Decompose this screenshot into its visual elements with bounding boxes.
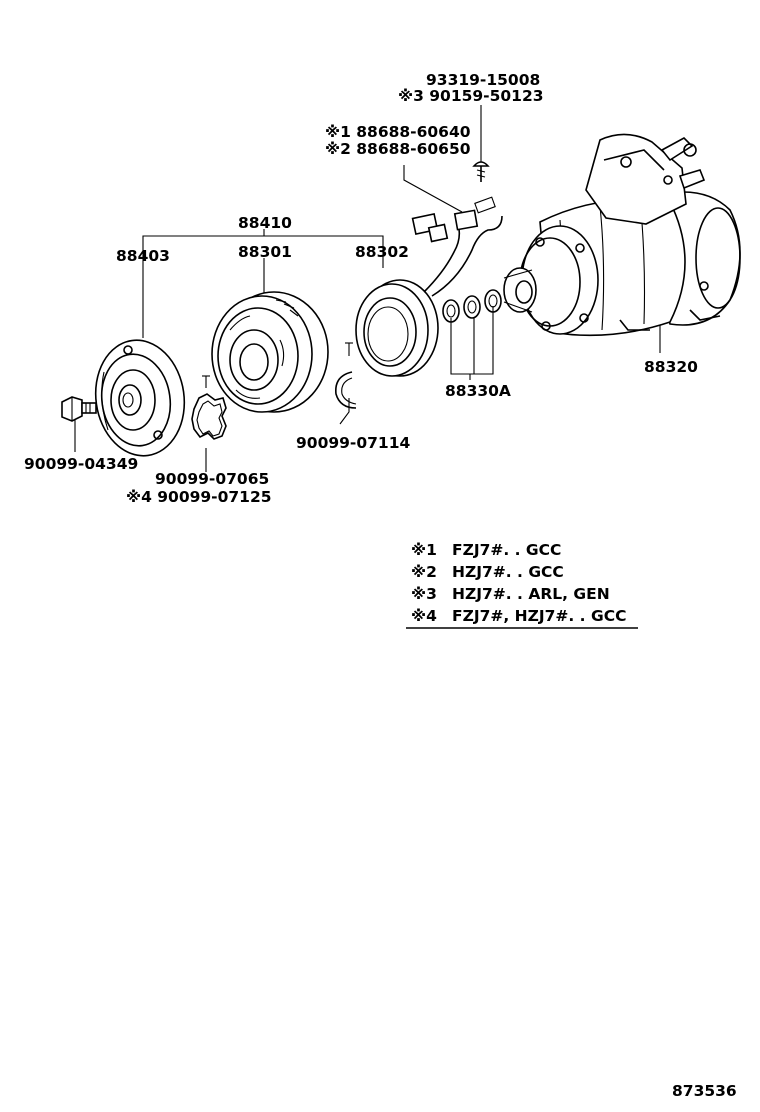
snap-ring-90099-07114 — [335, 342, 357, 409]
leader-lines — [74, 105, 661, 472]
note-mark: ※3 — [411, 585, 437, 603]
pulley-88301 — [211, 291, 329, 413]
label-88403: 88403 — [116, 247, 170, 265]
figure-number: 873536 — [672, 1082, 737, 1100]
pressure-plate-88403 — [94, 339, 186, 457]
label-90159-50123: ※3 90159-50123 — [398, 87, 544, 105]
applicability-notes: ※1 FZJ7#. . GCC ※2 HZJ7#. . GCC ※3 HZJ7#… — [406, 541, 638, 629]
note-text: HZJ7#. . GCC — [452, 563, 564, 581]
label-88688-60640: ※1 88688-60640 — [325, 123, 471, 141]
note-mark: ※2 — [411, 563, 437, 581]
label-90099-07125: ※4 90099-07125 — [126, 488, 272, 506]
note-text: FZJ7#, HZJ7#. . GCC — [452, 607, 626, 625]
note-mark: ※1 — [411, 541, 437, 559]
note-mark: ※4 — [411, 607, 437, 625]
field-coil-88302 — [355, 279, 439, 377]
label-88301: 88301 — [238, 243, 292, 261]
o-rings-88330a — [442, 289, 502, 323]
label-90099-07114: 90099-07114 — [296, 434, 410, 452]
screw-93319 — [472, 161, 490, 182]
label-88320: 88320 — [644, 358, 698, 376]
label-90099-04349: 90099-04349 — [24, 455, 138, 473]
compressor-88320 — [503, 133, 741, 337]
note-text: FZJ7#. . GCC — [452, 541, 561, 559]
label-88330a: 88330A — [445, 382, 511, 400]
label-88302: 88302 — [355, 243, 409, 261]
snap-ring-90099-07065 — [191, 375, 227, 440]
label-93319-15008: 93319-15008 — [426, 71, 540, 89]
label-88410: 88410 — [238, 214, 292, 232]
bolt-90099-04349 — [61, 396, 97, 422]
label-88688-60650: ※2 88688-60650 — [325, 140, 471, 158]
wire-harness-88688 — [411, 196, 503, 297]
note-text: HZJ7#. . ARL, GEN — [452, 585, 610, 603]
label-90099-07065: 90099-07065 — [155, 470, 269, 488]
